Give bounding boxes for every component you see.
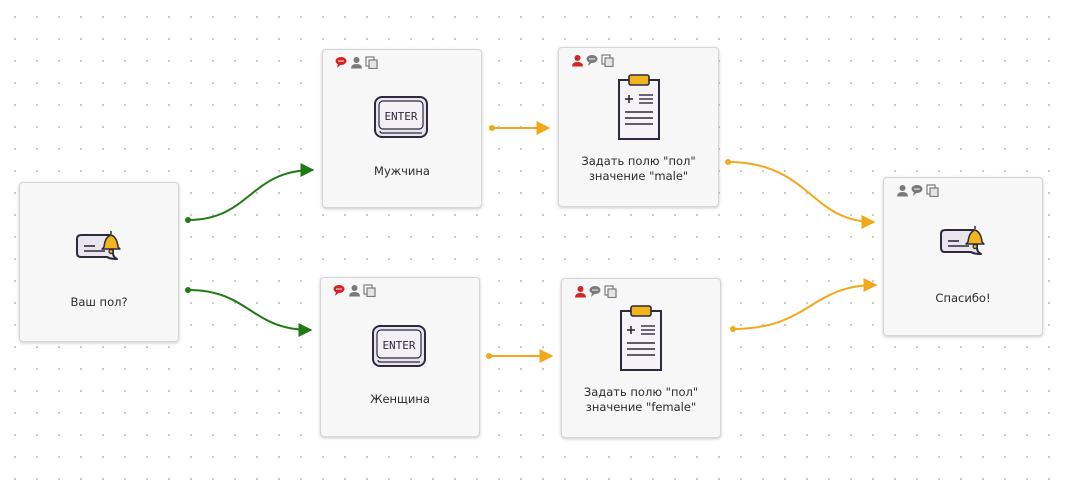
node-set-male[interactable]: Задать полю "пол" значение "male" <box>558 47 719 207</box>
node-thanks-label: Спасибо! <box>935 291 991 305</box>
node-female-input[interactable]: ENTER Женщина <box>320 277 480 437</box>
node-male-input[interactable]: ENTER Мужчина <box>322 49 482 208</box>
enter-key-text: ENTER <box>384 110 417 123</box>
chat-red-icon[interactable] <box>333 284 346 297</box>
edge-set-female-to-thanks[interactable] <box>730 278 878 332</box>
enter-key-text: ENTER <box>382 339 415 352</box>
edge-set-male-to-thanks[interactable] <box>725 159 876 229</box>
node-male-input-label: Мужчина <box>374 164 430 178</box>
copy-icon[interactable] <box>601 54 614 67</box>
clipboard-icon <box>617 305 665 373</box>
enter-key-icon: ENTER <box>371 324 429 368</box>
edge-male-to-set-male[interactable] <box>489 121 551 135</box>
chat-gray-icon[interactable] <box>911 184 924 197</box>
edge-question-to-female[interactable] <box>185 287 313 337</box>
user-red-icon[interactable] <box>571 54 584 67</box>
node-set-female[interactable]: Задать полю "пол" значение "female" <box>561 278 721 438</box>
copy-icon[interactable] <box>365 56 378 69</box>
user-red-icon[interactable] <box>574 285 587 298</box>
node-toolbar <box>333 284 376 297</box>
enter-key-icon: ENTER <box>373 95 431 139</box>
user-gray-icon[interactable] <box>350 56 363 69</box>
message-bell-icon <box>931 222 995 262</box>
node-set-male-label: Задать полю "пол" значение "male" <box>581 154 696 183</box>
user-gray-icon[interactable] <box>348 284 361 297</box>
edge-female-to-set-female[interactable] <box>486 349 554 363</box>
copy-icon[interactable] <box>926 184 939 197</box>
node-female-input-label: Женщина <box>370 392 430 406</box>
clipboard-icon <box>615 74 663 142</box>
node-toolbar <box>335 56 378 69</box>
copy-icon[interactable] <box>363 284 376 297</box>
node-toolbar <box>571 54 614 67</box>
node-toolbar <box>574 285 617 298</box>
chat-red-icon[interactable] <box>335 56 348 69</box>
copy-icon[interactable] <box>604 285 617 298</box>
node-thanks[interactable]: Спасибо! <box>883 177 1043 336</box>
edge-question-to-male[interactable] <box>185 163 315 223</box>
node-toolbar <box>896 184 939 197</box>
user-gray-icon[interactable] <box>896 184 909 197</box>
message-bell-icon <box>67 227 131 267</box>
node-question[interactable]: Ваш пол? <box>19 182 179 342</box>
chat-gray-icon[interactable] <box>589 285 602 298</box>
node-question-label: Ваш пол? <box>70 295 128 309</box>
chat-gray-icon[interactable] <box>586 54 599 67</box>
node-set-female-label: Задать полю "пол" значение "female" <box>583 385 699 414</box>
